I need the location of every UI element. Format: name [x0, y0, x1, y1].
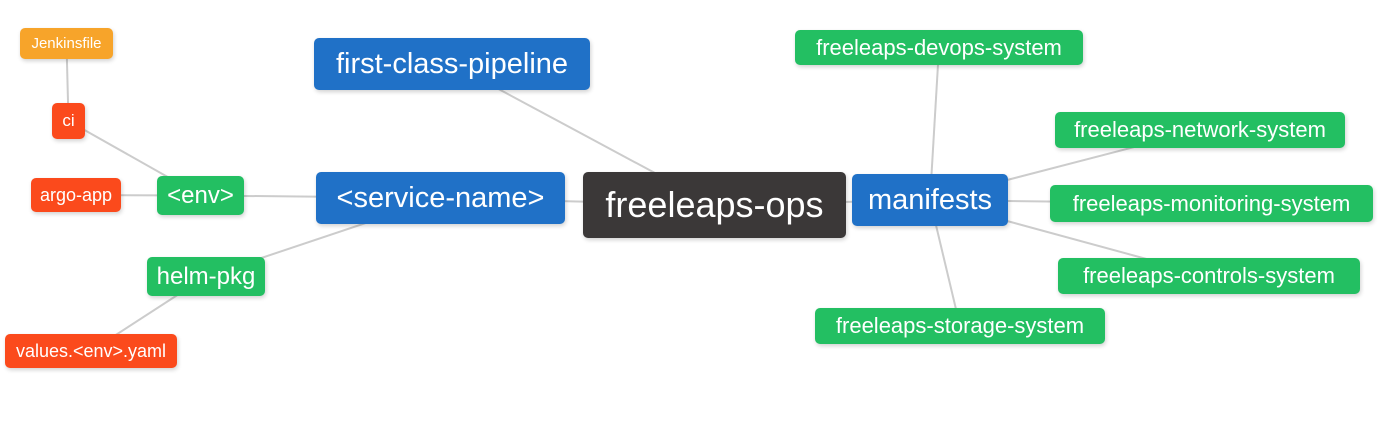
node-first-class-pipeline[interactable]: first-class-pipeline: [314, 38, 590, 90]
node-freeleaps-ops[interactable]: freeleaps-ops: [583, 172, 846, 238]
node-devops-system[interactable]: freeleaps-devops-system: [795, 30, 1083, 65]
node-argo-app[interactable]: argo-app: [31, 178, 121, 212]
node-service-name[interactable]: <service-name>: [316, 172, 565, 224]
node-jenkinsfile[interactable]: Jenkinsfile: [20, 28, 113, 59]
node-monitoring-system[interactable]: freeleaps-monitoring-system: [1050, 185, 1373, 222]
node-controls-system[interactable]: freeleaps-controls-system: [1058, 258, 1360, 294]
node-storage-system[interactable]: freeleaps-storage-system: [815, 308, 1105, 344]
node-helm-pkg[interactable]: helm-pkg: [147, 257, 265, 296]
node-env[interactable]: <env>: [157, 176, 244, 215]
node-network-system[interactable]: freeleaps-network-system: [1055, 112, 1345, 148]
node-manifests[interactable]: manifests: [852, 174, 1008, 226]
node-values-env-yaml[interactable]: values.<env>.yaml: [5, 334, 177, 368]
node-ci[interactable]: ci: [52, 103, 85, 139]
